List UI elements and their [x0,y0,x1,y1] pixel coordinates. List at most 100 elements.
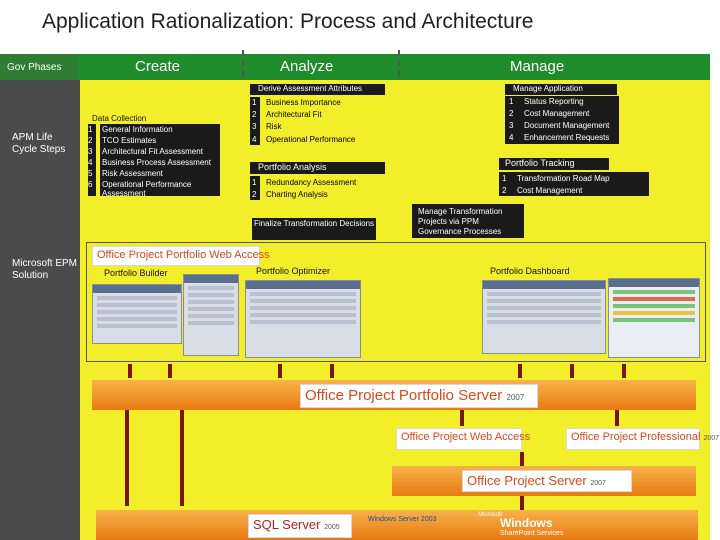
pt-num-1: 1 [502,174,507,183]
sql-server-version: 2005 [324,524,340,531]
portfolio-number-strip [250,176,260,200]
portfolio-server-version: 2007 [506,393,525,402]
dc-num-6: 6 [88,180,93,189]
portfolio-server-name: Office Project Portfolio Server [305,387,503,404]
portfolio-dashboard-label: Portfolio Dashboard [490,266,570,276]
builder-screenshot [92,284,182,344]
dc-num-4: 4 [88,158,93,167]
dc-num-3: 3 [88,147,93,156]
professional-version: 2007 [703,435,720,442]
pt-item-1: Transformation Road Map [517,174,610,183]
pa-num-2: 2 [252,190,257,199]
pa-item-2: Charting Analysis [266,190,328,199]
data-collection-box: Data Collection 1 General Information 2 … [88,112,228,200]
phase-manage: Manage [510,58,565,75]
phase-analyze: Analyze [280,58,334,75]
derive-item-2: Architectural Fit [266,110,322,119]
vertical-link-4 [615,410,619,426]
web-access-server-logo: Office Project Web Access [396,428,530,450]
ma-num-2: 2 [509,109,514,118]
tools-frame [86,242,706,362]
sharepoint-windows: Windows [500,516,553,530]
phase-create: Create [135,58,181,75]
dc-item-4: Business Process Assessment [102,158,211,167]
gov-phases-label: Gov Phases [7,62,62,73]
pt-item-2: Cost Management [517,186,583,195]
derive-number-strip [250,97,260,145]
portfolio-analysis-heading: Portfolio Analysis [250,162,385,174]
data-collection-number-strip [88,124,96,196]
pa-num-1: 1 [252,178,257,187]
web-access-logo: Office Project Portfolio Web Access [92,246,270,266]
ma-item-3: Document Management [524,121,610,130]
vertical-link-6 [520,496,524,510]
vertical-link-5 [520,452,524,466]
left-column [0,80,80,540]
dc-num-2: 2 [88,136,93,145]
derive-num-1: 1 [252,98,257,107]
derive-item-4: Operational Performance [266,135,356,144]
dc-num-1: 1 [88,125,93,134]
apm-label: APM Life Cycle Steps [12,132,66,155]
windows-server-version: 2003 [420,516,437,523]
sharepoint-services: SharePoint Services [500,530,564,537]
pa-item-1: Redundancy Assessment [266,178,357,187]
sql-server-logo: SQL Server 2005 [248,514,352,538]
derive-item-3: Risk [266,122,282,131]
ma-item-1: Status Reporting [524,97,584,106]
data-collection-heading: Data Collection [92,114,147,123]
transform-box: Manage Transformation Projects via PPM G… [412,204,524,238]
ma-item-2: Cost Management [524,109,590,118]
dc-item-5: Risk Assessment [102,169,163,178]
platform-band [96,510,698,540]
derive-num-2: 2 [252,110,257,119]
arrow-stem-2 [168,364,172,378]
derive-heading: Derive Assessment Attributes [250,84,385,95]
windows-server-name: Windows Server [368,516,419,523]
finalize-box: Finalize Transformation Decisions [252,218,376,240]
vertical-link-1 [125,410,129,506]
dashboard-grid-screenshot [608,278,700,358]
arrow-stem-4 [330,364,334,378]
portfolio-builder-label: Portfolio Builder [104,268,168,278]
portfolio-optimizer-label: Portfolio Optimizer [256,266,331,276]
derive-num-4: 4 [252,135,257,144]
arrow-stem-7 [622,364,626,378]
page-title: Application Rationalization: Process and… [42,10,534,33]
manage-app-heading: Manage Application [505,84,617,95]
derive-num-3: 3 [252,122,257,131]
sql-server-name: SQL Server [253,517,321,532]
arrow-stem-5 [518,364,522,378]
arrow-stem-1 [128,364,132,378]
dc-item-3: Architectural Fit Assessment [102,147,203,156]
phase-bar [0,54,710,80]
windows-server-logo: Windows Server 2003 [364,514,438,538]
dashboard-screenshot [482,280,606,354]
ma-num-1: 1 [509,97,514,106]
pt-num-2: 2 [502,186,507,195]
dc-item-1: General Information [102,125,173,134]
sharepoint-microsoft: Microsoft [478,512,503,518]
project-server-version: 2007 [590,480,606,487]
dc-item-2: TCO Estimates [102,136,157,145]
data-collection-list [100,124,220,196]
ma-num-4: 4 [509,133,514,142]
arrow-stem-3 [278,364,282,378]
derive-item-1: Business Importance [266,98,341,107]
ma-item-4: Enhancement Requests [524,133,610,142]
portfolio-tracking-list [499,172,649,196]
project-server-name: Office Project Server [467,473,587,488]
manage-app-list [505,96,619,144]
vertical-link-2 [180,410,184,506]
optimizer-screenshot [245,280,361,358]
epm-label: Microsoft EPM Solution [12,258,78,281]
ma-num-3: 3 [509,121,514,130]
project-server-logo: Office Project Server 2007 [462,470,632,492]
builder-screenshot-2 [183,274,239,356]
portfolio-tracking-heading: Portfolio Tracking [499,158,609,170]
vertical-link-3 [460,410,464,426]
dc-item-6: Operational Performance Assessment [102,180,192,198]
sharepoint-logo: Microsoft Windows SharePoint Services [478,512,598,538]
professional-name: Office Project Professional [571,431,701,443]
gov-phases-header: Gov Phases [0,54,78,80]
